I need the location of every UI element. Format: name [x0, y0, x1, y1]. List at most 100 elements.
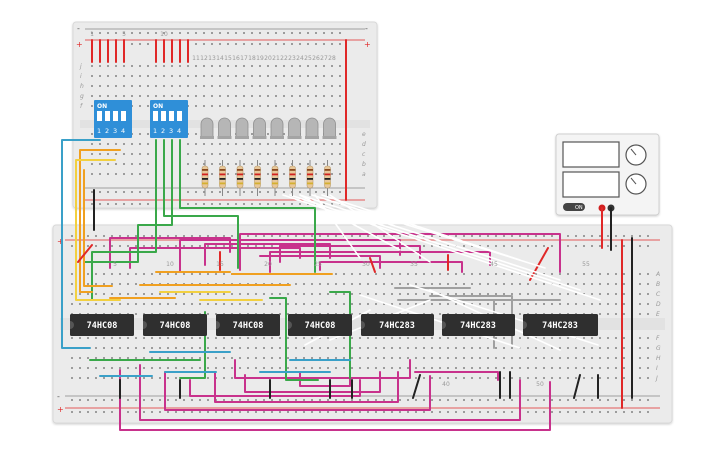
breadboard-hole[interactable] [399, 411, 401, 413]
breadboard-hole[interactable] [599, 303, 601, 305]
breadboard-hole[interactable] [167, 377, 169, 379]
breadboard-hole[interactable] [343, 283, 345, 285]
breadboard-hole[interactable] [343, 357, 345, 359]
breadboard-hole[interactable] [159, 245, 161, 247]
breadboard-hole[interactable] [639, 411, 641, 413]
breadboard-hole[interactable] [307, 32, 309, 34]
breadboard-hole[interactable] [107, 153, 109, 155]
ic-chip[interactable]: 74HC08 [288, 314, 352, 336]
breadboard-hole[interactable] [527, 377, 529, 379]
breadboard-hole[interactable] [447, 303, 449, 305]
breadboard-hole[interactable] [431, 347, 433, 349]
breadboard-hole[interactable] [183, 293, 185, 295]
breadboard-hole[interactable] [631, 399, 633, 401]
breadboard-hole[interactable] [431, 293, 433, 295]
breadboard-hole[interactable] [191, 357, 193, 359]
breadboard-hole[interactable] [251, 43, 253, 45]
breadboard-hole[interactable] [275, 75, 277, 77]
breadboard-hole[interactable] [447, 377, 449, 379]
breadboard-hole[interactable] [287, 235, 289, 237]
breadboard-hole[interactable] [551, 357, 553, 359]
breadboard-hole[interactable] [239, 337, 241, 339]
breadboard-hole[interactable] [119, 283, 121, 285]
breadboard-hole[interactable] [551, 399, 553, 401]
breadboard-hole[interactable] [167, 235, 169, 237]
breadboard-hole[interactable] [155, 75, 157, 77]
breadboard-hole[interactable] [639, 303, 641, 305]
breadboard-hole[interactable] [623, 399, 625, 401]
breadboard-hole[interactable] [551, 347, 553, 349]
breadboard-hole[interactable] [223, 377, 225, 379]
breadboard-hole[interactable] [287, 367, 289, 369]
breadboard-hole[interactable] [139, 85, 141, 87]
breadboard-hole[interactable] [335, 411, 337, 413]
breadboard-hole[interactable] [139, 133, 141, 135]
breadboard-hole[interactable] [479, 357, 481, 359]
breadboard-hole[interactable] [479, 245, 481, 247]
breadboard-hole[interactable] [187, 75, 189, 77]
breadboard-hole[interactable] [87, 303, 89, 305]
breadboard-hole[interactable] [175, 411, 177, 413]
breadboard-hole[interactable] [407, 273, 409, 275]
breadboard-hole[interactable] [567, 303, 569, 305]
breadboard-hole[interactable] [367, 347, 369, 349]
breadboard-hole[interactable] [415, 347, 417, 349]
breadboard-hole[interactable] [423, 399, 425, 401]
breadboard-hole[interactable] [607, 245, 609, 247]
breadboard-hole[interactable] [471, 273, 473, 275]
breadboard-hole[interactable] [231, 411, 233, 413]
breadboard-hole[interactable] [479, 347, 481, 349]
breadboard-hole[interactable] [423, 367, 425, 369]
breadboard-hole[interactable] [591, 245, 593, 247]
breadboard-hole[interactable] [195, 32, 197, 34]
breadboard-hole[interactable] [315, 95, 317, 97]
breadboard-hole[interactable] [375, 303, 377, 305]
breadboard-hole[interactable] [575, 303, 577, 305]
breadboard-hole[interactable] [399, 303, 401, 305]
breadboard-hole[interactable] [139, 153, 141, 155]
breadboard-hole[interactable] [207, 337, 209, 339]
breadboard-hole[interactable] [167, 337, 169, 339]
breadboard-hole[interactable] [335, 399, 337, 401]
breadboard-hole[interactable] [127, 235, 129, 237]
breadboard-hole[interactable] [375, 273, 377, 275]
breadboard-hole[interactable] [503, 245, 505, 247]
breadboard-hole[interactable] [299, 163, 301, 165]
breadboard-hole[interactable] [235, 163, 237, 165]
breadboard-hole[interactable] [159, 235, 161, 237]
breadboard-hole[interactable] [219, 153, 221, 155]
breadboard-hole[interactable] [391, 337, 393, 339]
breadboard-hole[interactable] [415, 377, 417, 379]
breadboard-hole[interactable] [131, 75, 133, 77]
breadboard-hole[interactable] [439, 357, 441, 359]
breadboard-hole[interactable] [163, 75, 165, 77]
breadboard-hole[interactable] [567, 245, 569, 247]
breadboard-hole[interactable] [295, 347, 297, 349]
breadboard-hole[interactable] [487, 293, 489, 295]
breadboard-hole[interactable] [431, 367, 433, 369]
breadboard-hole[interactable] [159, 347, 161, 349]
breadboard-hole[interactable] [367, 399, 369, 401]
breadboard-hole[interactable] [183, 245, 185, 247]
breadboard-hole[interactable] [327, 411, 329, 413]
breadboard-hole[interactable] [335, 347, 337, 349]
breadboard-hole[interactable] [399, 235, 401, 237]
breadboard-hole[interactable] [79, 399, 81, 401]
breadboard-hole[interactable] [115, 143, 117, 145]
breadboard-hole[interactable] [567, 377, 569, 379]
breadboard-hole[interactable] [115, 163, 117, 165]
breadboard-hole[interactable] [567, 357, 569, 359]
breadboard-hole[interactable] [111, 235, 113, 237]
breadboard-hole[interactable] [591, 283, 593, 285]
breadboard-hole[interactable] [495, 411, 497, 413]
breadboard-hole[interactable] [323, 95, 325, 97]
breadboard-hole[interactable] [243, 143, 245, 145]
breadboard-hole[interactable] [107, 65, 109, 67]
breadboard-hole[interactable] [343, 411, 345, 413]
breadboard-hole[interactable] [91, 173, 93, 175]
breadboard-hole[interactable] [551, 337, 553, 339]
breadboard-hole[interactable] [423, 337, 425, 339]
breadboard-hole[interactable] [259, 43, 261, 45]
breadboard-hole[interactable] [431, 411, 433, 413]
breadboard-hole[interactable] [275, 153, 277, 155]
